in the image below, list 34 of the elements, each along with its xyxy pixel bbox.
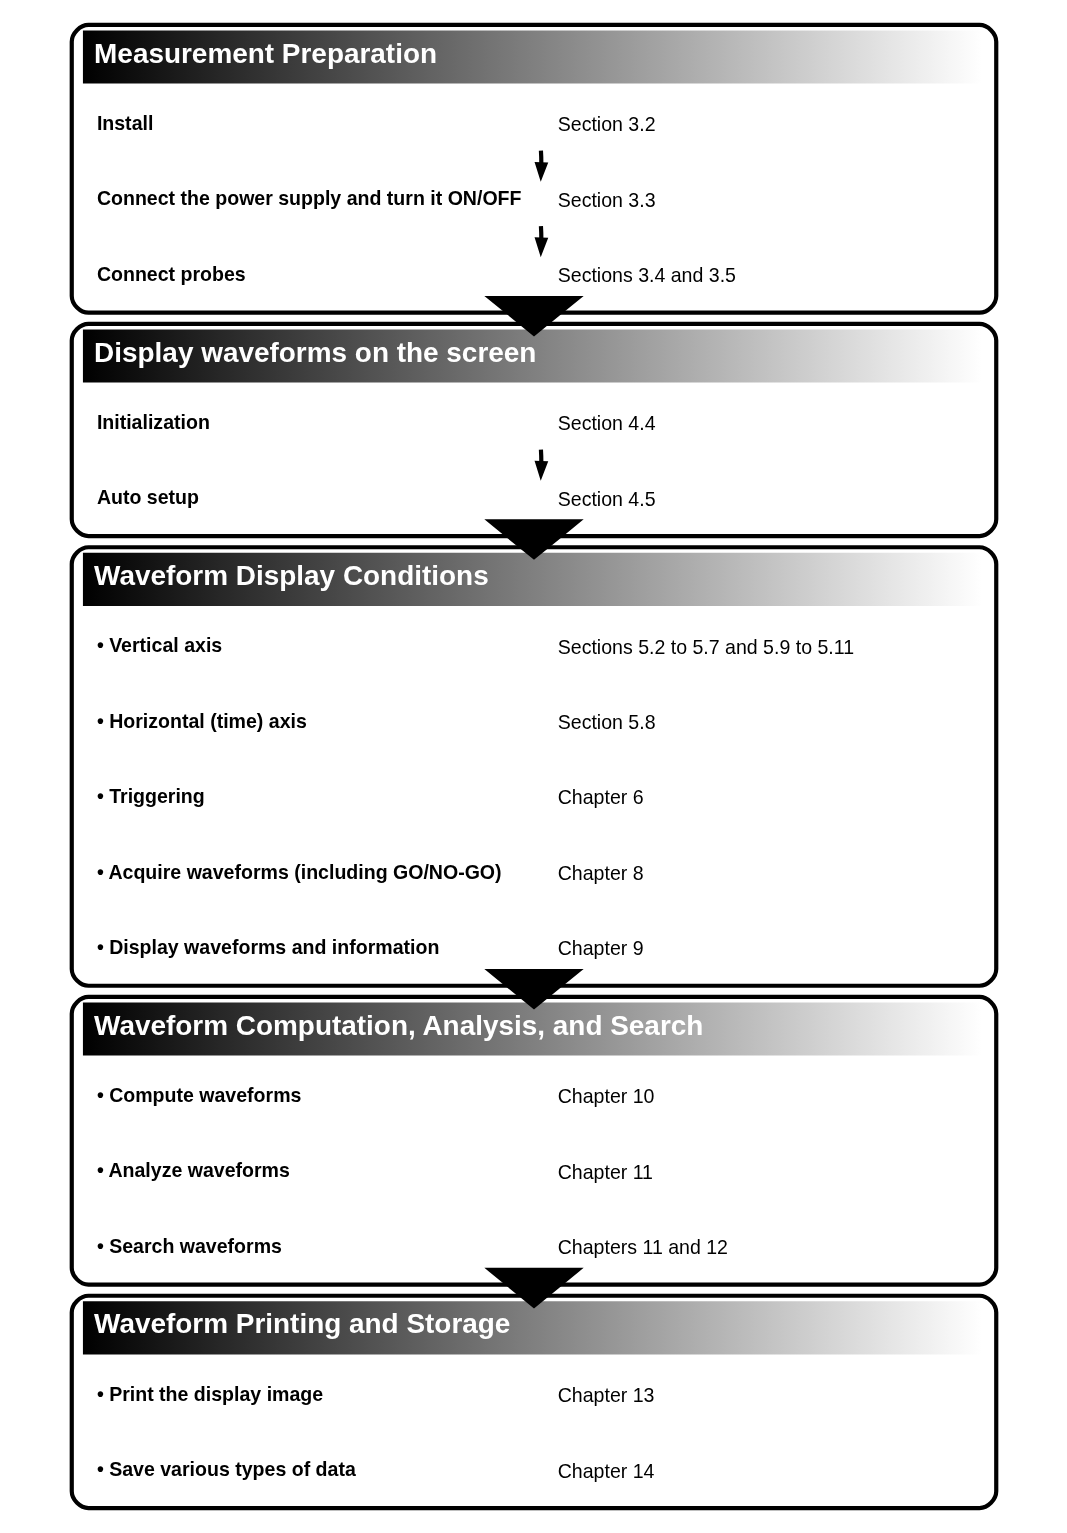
node-label: Chapter 10 [557, 1085, 654, 1108]
node-label: Sections 5.2 to 5.7 and 5.9 to 5.11 [557, 635, 854, 658]
node-text: Connect probes [96, 262, 246, 285]
node-text: • Compute waveforms [96, 1083, 301, 1106]
node-label: Section 3.3 [557, 188, 656, 211]
node-text: Connect the power supply and turn it ON/OFF [96, 187, 521, 210]
node-label: Section 5.8 [557, 711, 656, 734]
node-text: • Horizontal (time) axis [96, 709, 307, 732]
arrow [483, 1267, 584, 1309]
node-label: Chapter 9 [557, 937, 644, 960]
node-label: Section 4.5 [557, 487, 656, 510]
node-text: • Analyze waveforms [96, 1159, 290, 1182]
node-label: Chapter 13 [557, 1384, 654, 1407]
node-label: Chapter 14 [557, 1459, 654, 1482]
node-label: Section 4.4 [557, 412, 656, 435]
node-text: • Display waveforms and information [96, 935, 439, 958]
arrow [483, 519, 584, 560]
arrow [483, 295, 584, 337]
node-label: Section 3.2 [557, 113, 656, 136]
node-label: Chapter 8 [557, 861, 644, 884]
node-text: • Print the display image [96, 1382, 323, 1405]
node-text: • Search waveforms [96, 1234, 282, 1257]
node-label: Chapter 6 [557, 786, 644, 809]
node-text: Initialization [96, 410, 210, 433]
node-label: Sections 3.4 and 3.5 [557, 264, 736, 287]
arrow [483, 969, 584, 1010]
node-text: • Save various types of data [96, 1458, 356, 1481]
node-text: • Triggering [96, 785, 205, 808]
node-text: Auto setup [96, 486, 199, 509]
node-label: Chapters 11 and 12 [557, 1236, 728, 1259]
node-label: Chapter 11 [557, 1160, 653, 1183]
node-text: • Acquire waveforms (including GO/NO-GO) [96, 860, 502, 883]
node-text: • Vertical axis [96, 634, 222, 657]
node-text: Install [96, 111, 153, 134]
